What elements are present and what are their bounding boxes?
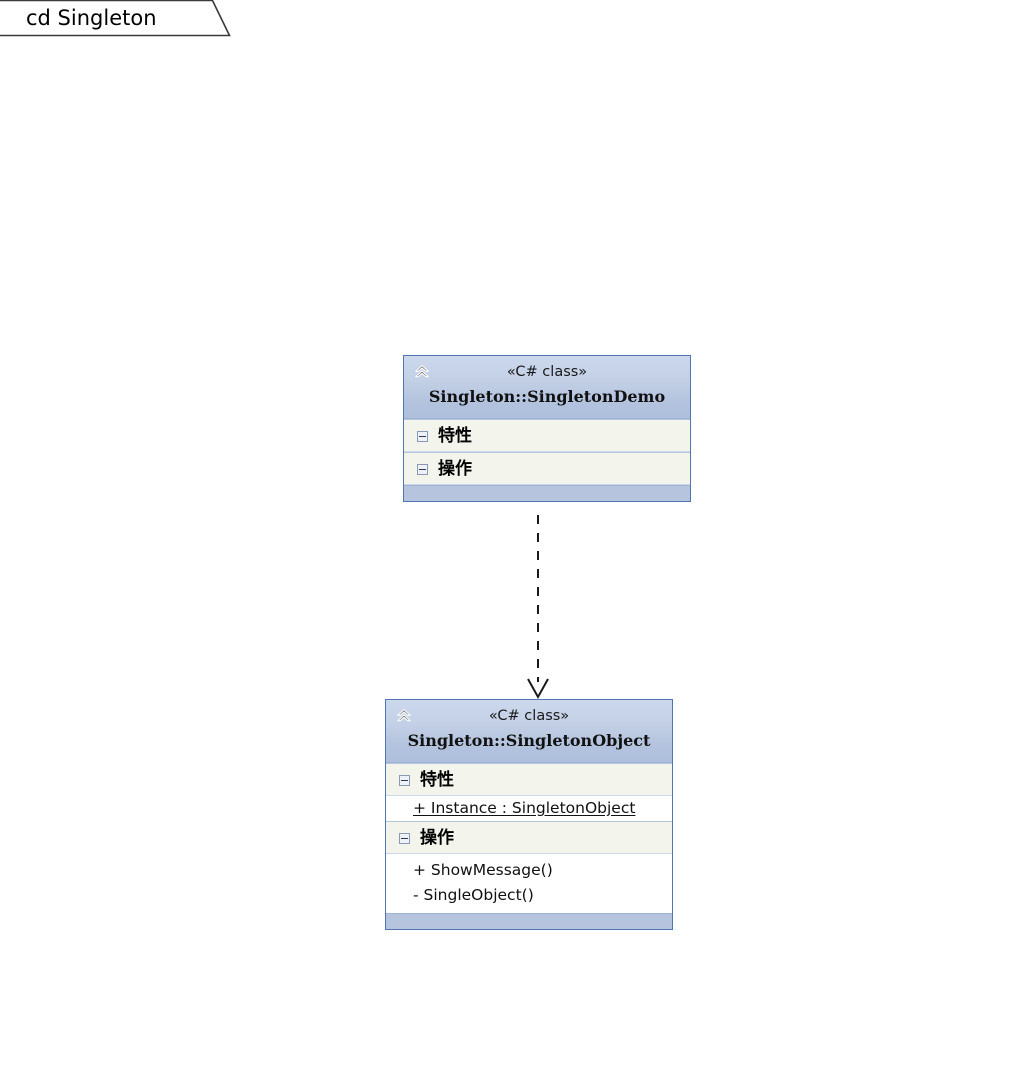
dependency-connector[interactable] bbox=[527, 515, 549, 700]
minus-box-icon[interactable] bbox=[399, 775, 410, 786]
class-header: «C# class» Singleton::SingletonObject bbox=[386, 700, 672, 763]
compartment-label-text: 特性 bbox=[420, 770, 454, 790]
frame-tab-shape bbox=[0, 0, 231, 37]
uml-class-singleton-object[interactable]: «C# class» Singleton::SingletonObject 特性… bbox=[385, 699, 673, 930]
minus-box-icon[interactable] bbox=[417, 431, 428, 442]
class-stereotype: «C# class» bbox=[488, 708, 570, 724]
class-name: Singleton::SingletonObject bbox=[407, 731, 651, 750]
compartment-label-text: 特性 bbox=[438, 426, 472, 446]
operation-list: + ShowMessage() - SingleObject() bbox=[386, 854, 672, 913]
class-stereotype: «C# class» bbox=[506, 364, 588, 380]
diagram-title: cd Singleton bbox=[26, 6, 157, 30]
uml-class-singleton-demo[interactable]: «C# class» Singleton::SingletonDemo 特性 操… bbox=[403, 355, 691, 502]
class-name: Singleton::SingletonDemo bbox=[428, 387, 666, 406]
compartment-label-text: 操作 bbox=[438, 459, 472, 479]
compartment-header-operations[interactable]: 操作 bbox=[404, 452, 690, 485]
dependency-arrowhead bbox=[527, 678, 549, 700]
operation-row[interactable]: + ShowMessage() bbox=[413, 861, 553, 879]
compartment-header-attributes[interactable]: 特性 bbox=[404, 419, 690, 452]
class-footer-strip bbox=[386, 913, 672, 929]
minus-box-icon[interactable] bbox=[417, 464, 428, 475]
compartment-label-text: 操作 bbox=[420, 828, 454, 848]
class-header: «C# class» Singleton::SingletonDemo bbox=[404, 356, 690, 419]
class-footer-strip bbox=[404, 485, 690, 501]
double-chevron-up-icon[interactable] bbox=[395, 707, 413, 725]
attribute-list: + Instance : SingletonObject bbox=[386, 796, 672, 821]
attribute-row[interactable]: + Instance : SingletonObject bbox=[413, 799, 636, 817]
compartment-header-attributes[interactable]: 特性 bbox=[386, 763, 672, 796]
operation-row[interactable]: - SingleObject() bbox=[413, 886, 534, 904]
minus-box-icon[interactable] bbox=[399, 833, 410, 844]
diagram-frame-tab[interactable]: cd Singleton bbox=[0, 0, 232, 40]
compartment-header-operations[interactable]: 操作 bbox=[386, 821, 672, 854]
double-chevron-up-icon[interactable] bbox=[413, 363, 431, 381]
